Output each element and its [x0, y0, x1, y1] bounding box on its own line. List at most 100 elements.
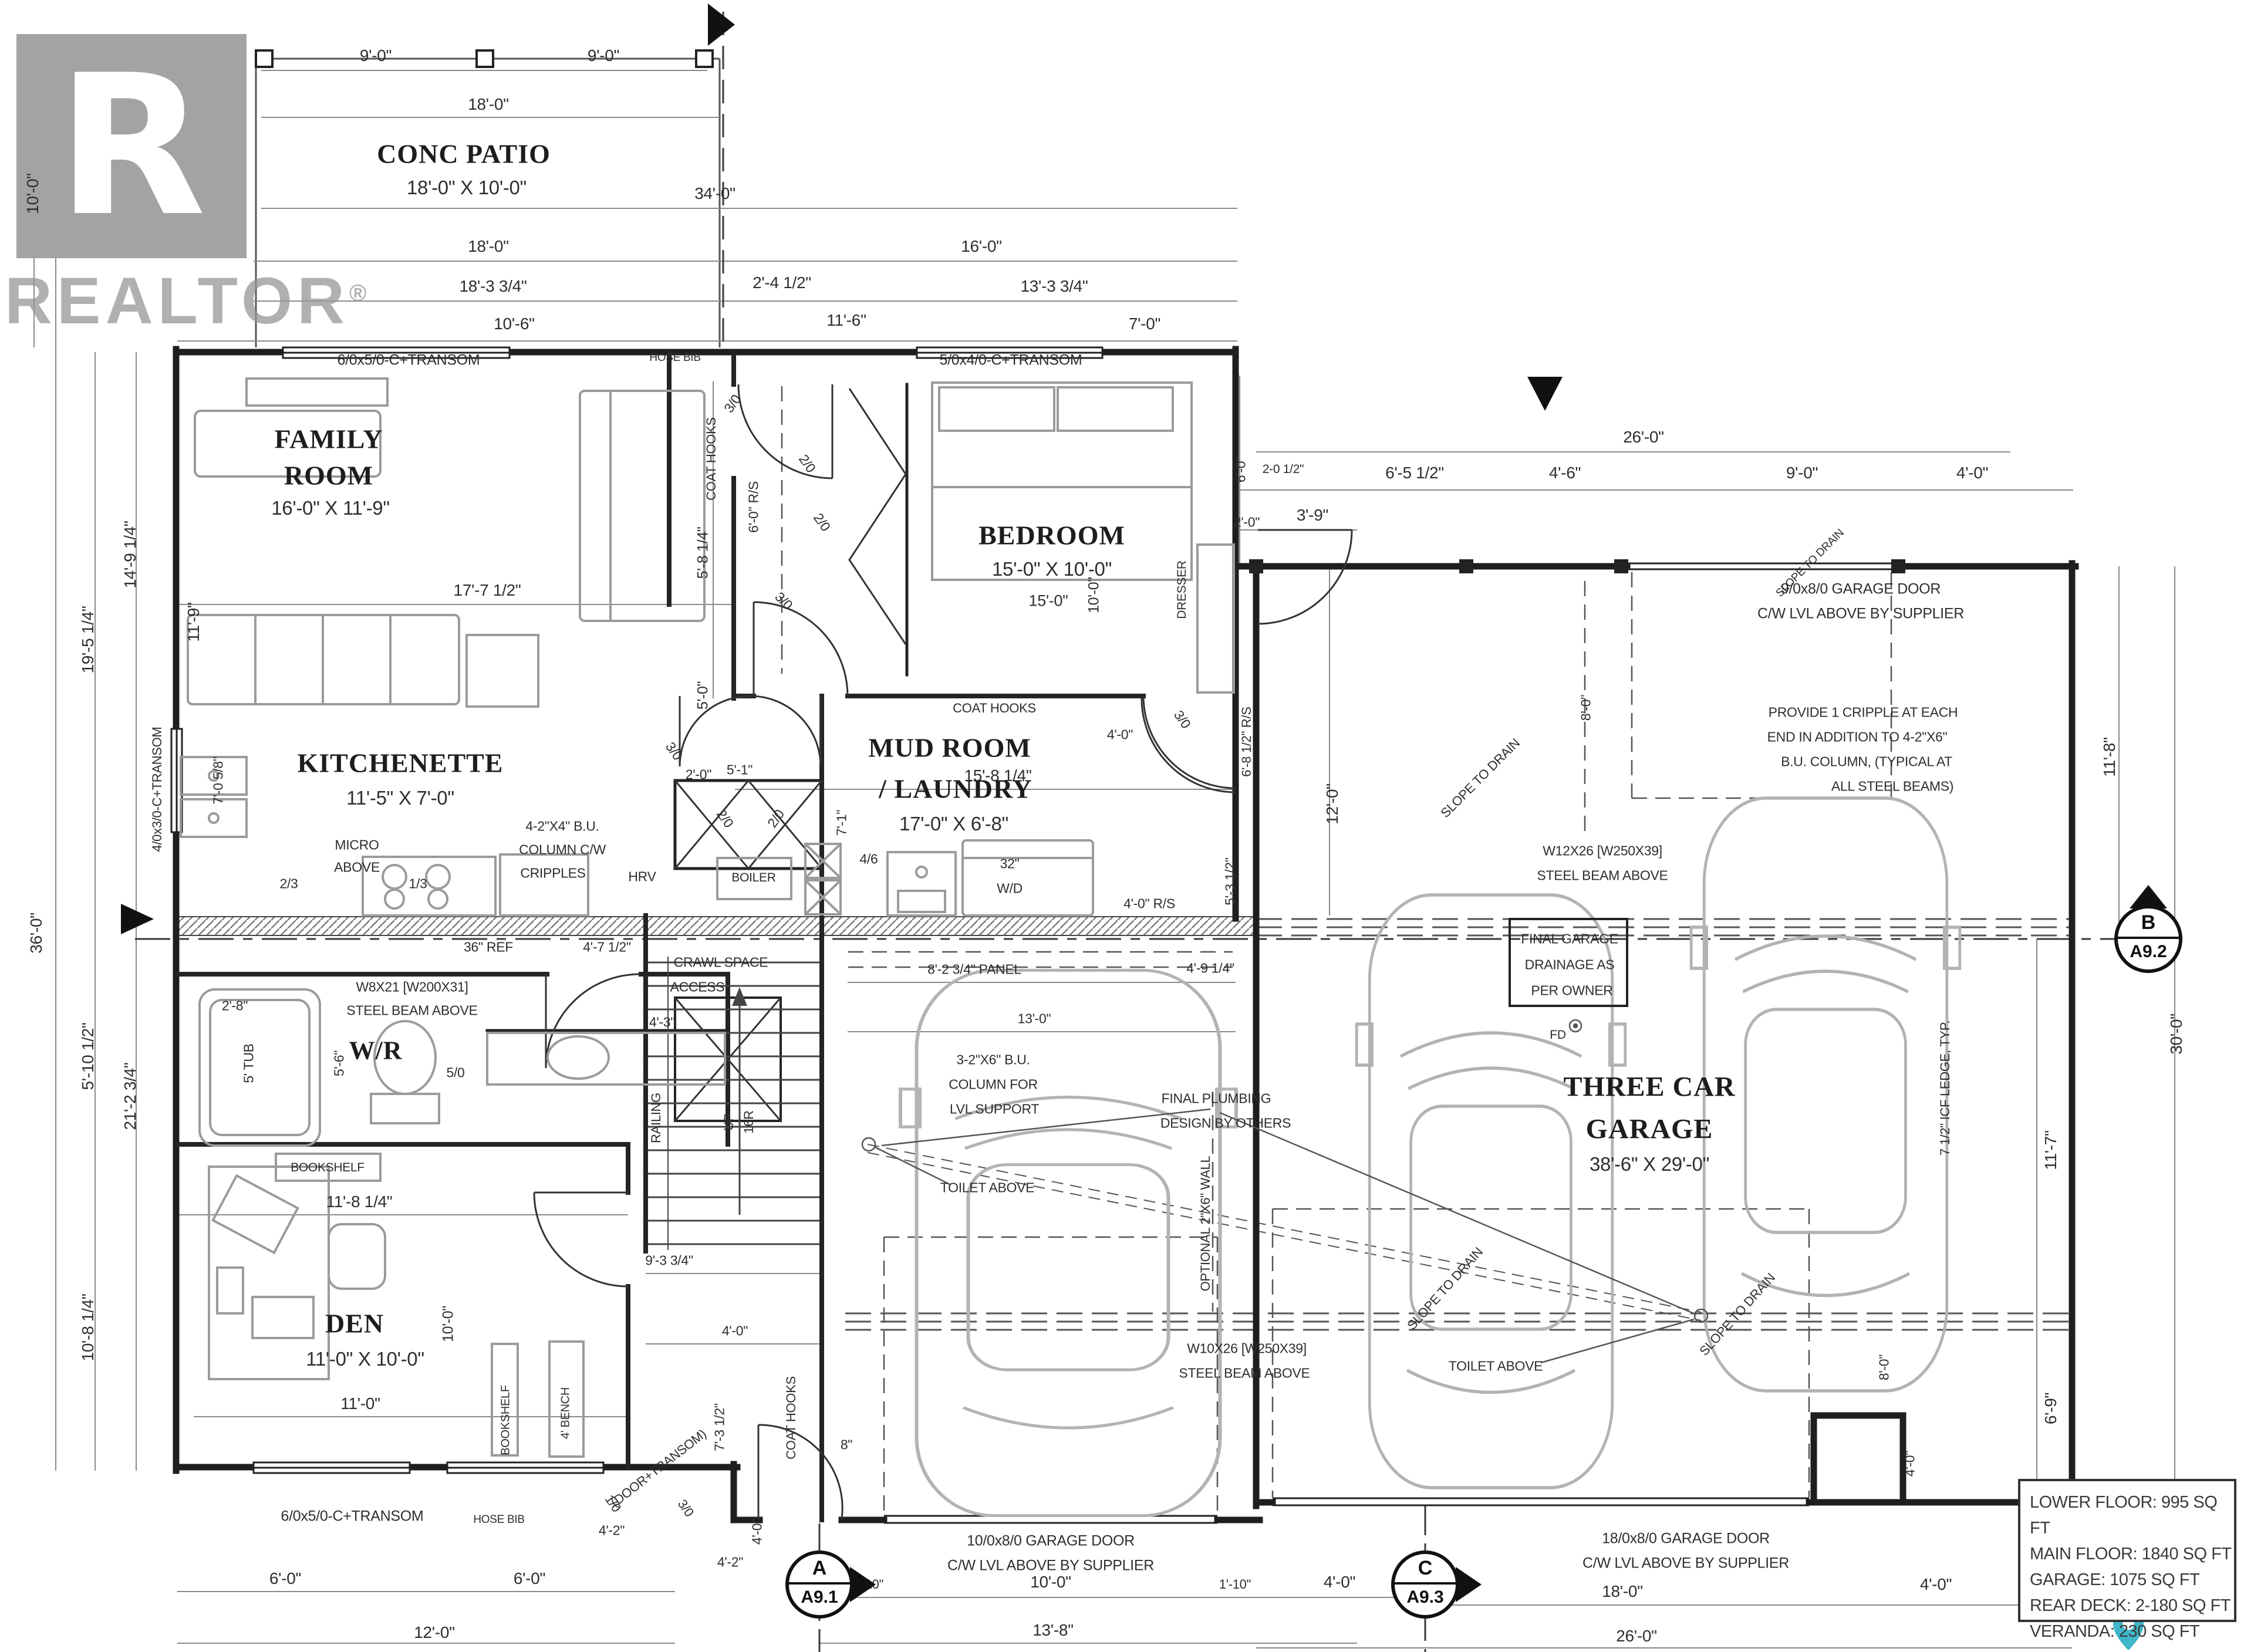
dim-label: 36'-0" — [27, 913, 45, 954]
dim-label: 4'-2" — [598, 1522, 625, 1538]
window-label: 6/0x5/0-C+TRANSOM — [337, 352, 480, 369]
dim-label: 30'-0" — [2167, 1014, 2185, 1055]
dim-label: FINAL PLUMBING — [1161, 1090, 1271, 1106]
dimension-lines — [33, 50, 2175, 1648]
dim-label: 5'-6" — [331, 1050, 347, 1077]
dim-label: 7'-3 1/2" — [711, 1403, 727, 1451]
dim-label: RAILING — [649, 1093, 663, 1143]
room-size-mudroom: 17'-0" X 6'-8" — [899, 813, 1008, 835]
doors — [533, 384, 1353, 1519]
dim-label: 8'-2 3/4" PANEL — [927, 961, 1021, 977]
dim-label: 6'-0" — [1233, 456, 1249, 483]
leader-lines — [861, 918, 1709, 1364]
closet-lines — [674, 388, 907, 1121]
beam-label: STEEL BEAM ABOVE — [1537, 867, 1668, 883]
dim-label: 7'-0 5/8" — [210, 756, 226, 805]
dim-label: 4-2"X4" B.U. — [525, 818, 599, 834]
dim-label: 11'-9" — [184, 602, 203, 642]
dim-label: 4'-3" — [649, 1014, 676, 1030]
dim-label: B.U. COLUMN, (TYPICAL AT — [1781, 754, 1952, 769]
dim-label: 26'-0" — [1616, 1627, 1657, 1645]
dim-label: 15'-0" — [1028, 592, 1068, 610]
beam-label: STEEL BEAM ABOVE — [346, 1002, 478, 1018]
dim-label: 4'-2" — [717, 1554, 744, 1570]
stairs — [648, 957, 819, 1250]
dim-label: BOOKSHELF — [291, 1161, 365, 1174]
room-label-bedroom: BEDROOM — [978, 520, 1125, 550]
dim-label: 4'-0" — [1323, 1573, 1356, 1591]
room-label-family: ROOM — [284, 460, 374, 491]
section-lines — [135, 12, 2131, 1652]
dim-label: 10'-8 1/4" — [79, 1293, 97, 1362]
dim-label: 34'-0" — [694, 184, 735, 202]
dim-label: W/D — [997, 880, 1023, 896]
dim-label: 21'-2 3/4" — [121, 1062, 139, 1130]
marker-letter: B — [2118, 908, 2179, 939]
dim-label: MICRO — [335, 837, 379, 853]
dim-label: 11'-6" — [826, 311, 866, 329]
dim-label: 13'-8" — [1032, 1621, 1074, 1639]
dim-label: ACCESS — [670, 979, 725, 995]
garage-door-label: 10/0x8/0 GARAGE DOOR — [967, 1532, 1135, 1549]
posts — [1249, 559, 1905, 573]
window-label: 5/0x4/0-C+TRANSOM — [939, 352, 1082, 369]
marker-arrow-icon — [2130, 885, 2167, 908]
dim-label: 5'-1" — [726, 762, 753, 778]
marker-arrow-icon — [1456, 1567, 1482, 1602]
dim-label: 10'-0" — [23, 173, 42, 214]
dim-label: 4'-6" — [1548, 464, 1581, 482]
dim-label: HOSE BIB — [473, 1514, 525, 1526]
dim-label: FD — [1550, 1028, 1566, 1042]
dim-label: TOILET ABOVE — [940, 1180, 1035, 1195]
room-label-garage: GARAGE — [1585, 1113, 1713, 1145]
dim-label: ALL STEEL BEAMS) — [1831, 778, 1954, 794]
room-label-kitchenette: KITCHENETTE — [297, 748, 504, 778]
dim-label: ABOVE — [334, 859, 380, 875]
dim-label: 18'-3 3/4" — [459, 277, 527, 295]
dim-label: CRIPPLES — [520, 865, 586, 881]
dim-label: 18'-0" — [468, 95, 509, 113]
dim-label: 5'-3 1/2" — [1222, 857, 1238, 906]
dim-label: 11'-8 1/4" — [326, 1192, 393, 1211]
dim-label: 4'-0" — [1902, 1450, 1918, 1477]
dim-label: 2'-0" — [685, 766, 712, 782]
dim-label: BOILER — [731, 871, 776, 884]
dim-label: 18'-0" — [468, 237, 509, 255]
room-label-family: FAMILY — [274, 424, 383, 454]
dim-label: 15'-8 1/4" — [964, 766, 1032, 785]
dim-label: 2'-0" — [1233, 514, 1260, 530]
dim-label: 2/3 — [279, 876, 298, 891]
room-size-bedroom: 15'-0" X 10'-0" — [992, 558, 1112, 580]
beams — [177, 386, 2072, 1515]
dim-label: 5'-0" — [694, 681, 711, 710]
garage-door-label: C/W LVL ABOVE BY SUPPLIER — [947, 1557, 1154, 1574]
dim-label: END IN ADDITION TO 4-2"X6" — [1767, 729, 1948, 745]
dim-label: 4'-0" — [1106, 727, 1133, 742]
dim-label: PROVIDE 1 CRIPPLE AT EACH — [1768, 704, 1958, 720]
dim-label: 11'-7" — [2042, 1130, 2060, 1170]
dim-label: 32" — [1000, 856, 1020, 871]
dim-label: 10'-0" — [1030, 1573, 1071, 1591]
dim-label: 4'-0" — [721, 1323, 748, 1339]
walls — [173, 346, 2079, 1523]
dim-label: 7'-0" — [1128, 315, 1161, 333]
beam-label: STEEL BEAM ABOVE — [1179, 1365, 1310, 1381]
dim-label: 6'-8 1/2" R/S — [1239, 707, 1254, 777]
dim-label: 11'-0" — [340, 1394, 380, 1413]
dim-label: 4'-7 1/2" — [583, 939, 631, 955]
dim-label: 5'-8 1/4" — [694, 526, 711, 579]
beam-label: W8X21 [W200X31] — [356, 979, 468, 995]
dim-label: LVL SUPPORT — [949, 1101, 1040, 1117]
dim-label: COLUMN C/W — [519, 842, 606, 857]
dim-label: 6'-9" — [2042, 1392, 2060, 1425]
dim-label: 6'-0" — [513, 1569, 546, 1587]
dim-label: 4'-0" R/S — [1123, 896, 1175, 911]
garage-door-label: 9/0x8/0 GARAGE DOOR — [1780, 580, 1941, 597]
area-line: VERANDA: 230 SQ FT — [2030, 1622, 2200, 1641]
dim-label: COAT HOOKS — [704, 417, 718, 501]
dim-label: DRESSER — [1175, 560, 1189, 619]
realtor-watermark: REALTOR® — [5, 264, 372, 337]
dim-label: 14'-9 1/4" — [121, 521, 139, 589]
dim-label: 9'-0" — [1786, 464, 1818, 482]
window-label: 4/0x3/0-C+TRANSOM — [150, 727, 164, 852]
